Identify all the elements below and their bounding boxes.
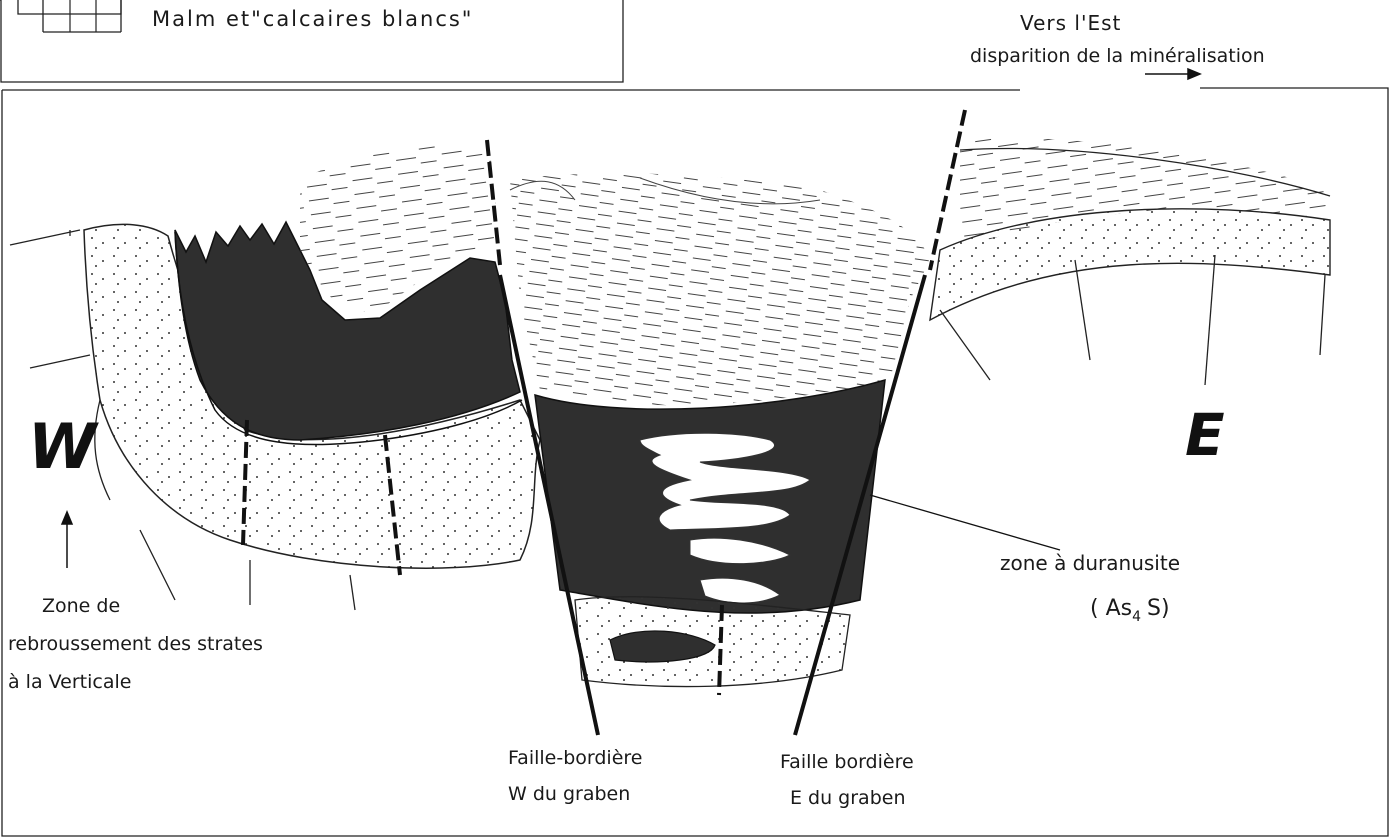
fault-e-line2: E du graben (790, 787, 906, 809)
formula-close: S) (1147, 596, 1170, 621)
formula-sub: 4 (1132, 609, 1141, 625)
east-note-line1: Vers l'Est (1020, 11, 1121, 35)
graben-strata (510, 173, 930, 405)
duranusite-formula: ( As4 S) (1090, 596, 1170, 625)
reversal-line2: rebroussement des strates (8, 633, 263, 655)
duranusite-leader (870, 495, 1060, 550)
reversal-line1: Zone de (42, 595, 120, 617)
east-arrow (1145, 69, 1200, 79)
west-label: W (28, 410, 99, 483)
formula-open: ( As (1090, 596, 1132, 621)
fault-w-line1: Faille-bordière (508, 747, 642, 769)
east-label: E (1185, 401, 1225, 469)
legend-label: Malm et"calcaires blancs" (152, 7, 473, 31)
fault-w-line2: W du graben (508, 783, 630, 805)
reversal-line3: à la Verticale (8, 671, 131, 693)
east-note-line2: disparition de la minéralisation (970, 45, 1265, 67)
duranusite-label: zone à duranusite (1000, 551, 1180, 575)
reversal-arrow (62, 512, 72, 568)
fault-e-line1: Faille bordière (780, 751, 914, 773)
